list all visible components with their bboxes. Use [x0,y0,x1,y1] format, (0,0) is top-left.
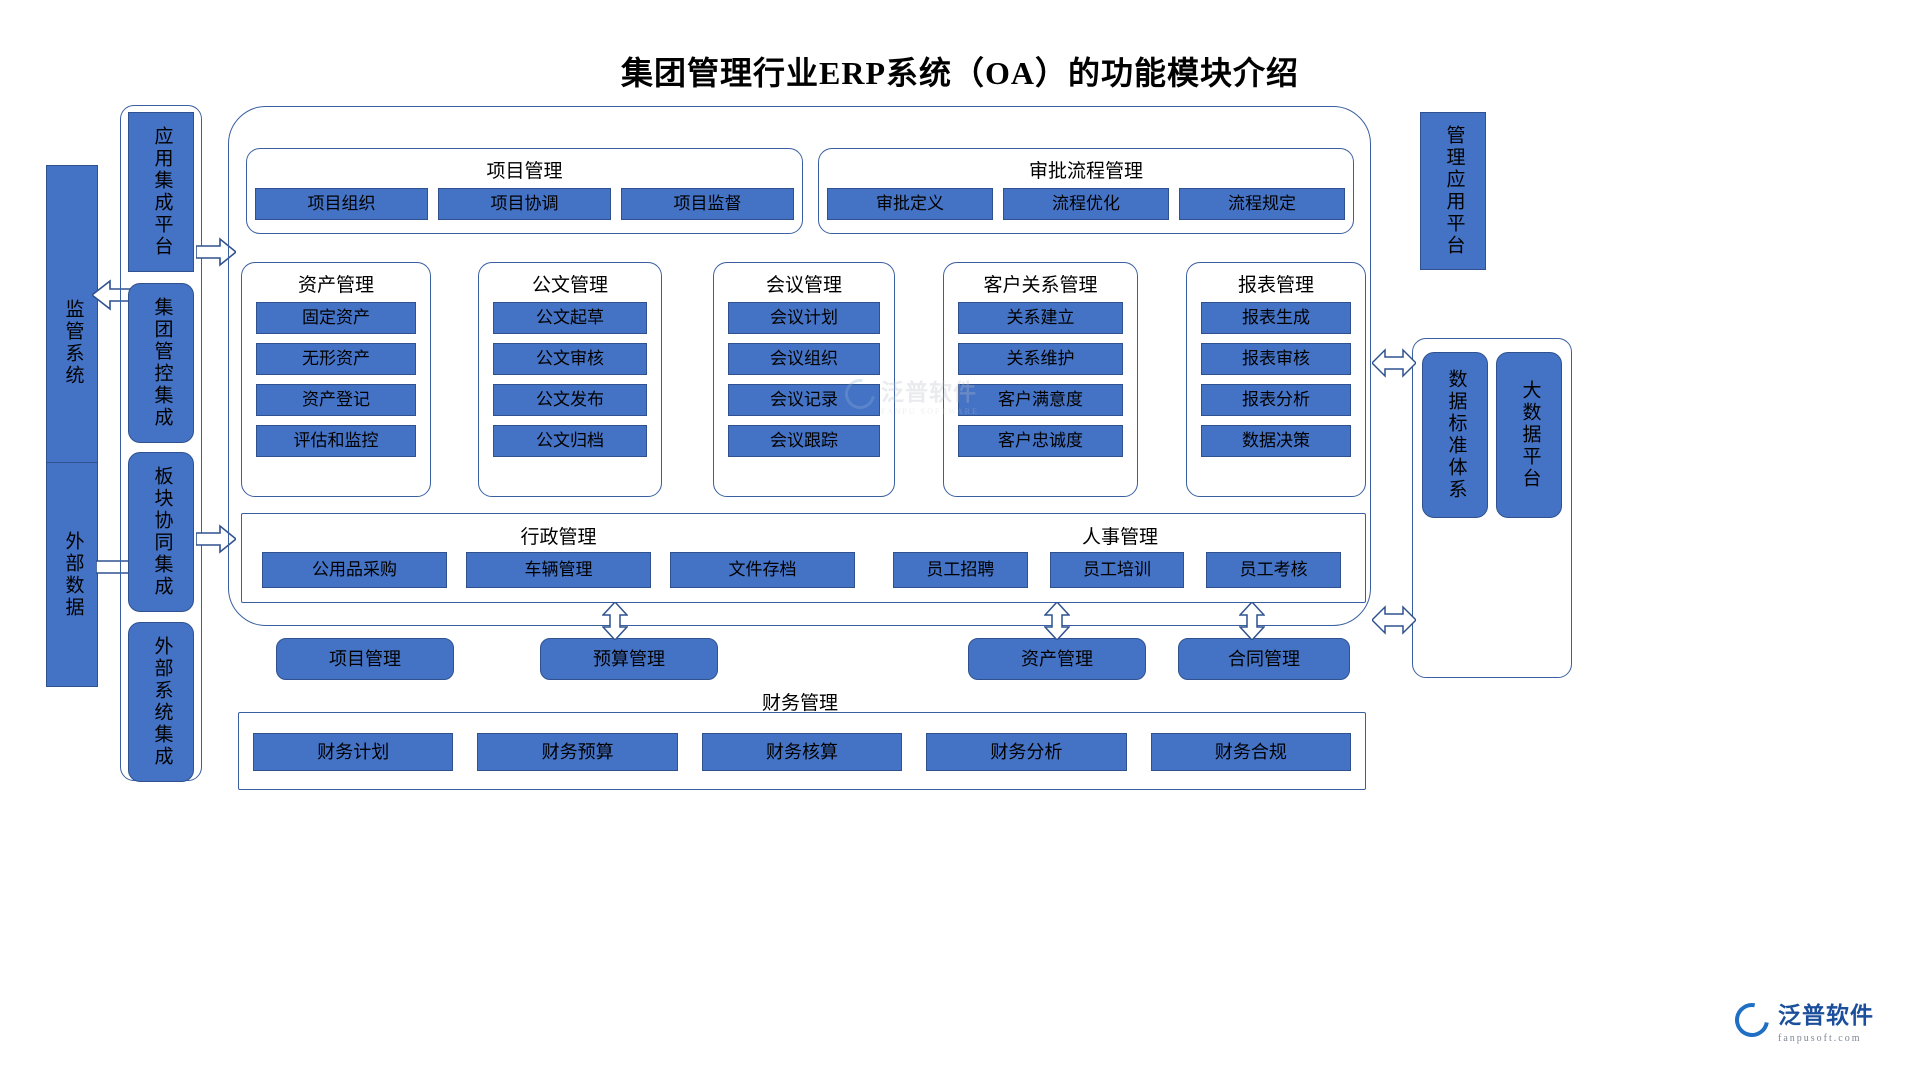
group-approval-process-management: 审批流程管理 审批定义 流程优化 流程规定 [818,148,1354,234]
module-item[interactable]: 员工考核 [1206,552,1342,588]
module-item[interactable]: 会议组织 [728,343,880,375]
module-item[interactable]: 项目协调 [438,188,611,220]
page-title: 集团管理行业ERP系统（OA）的功能模块介绍 [620,55,1299,91]
module-item[interactable]: 无形资产 [256,343,416,375]
group-asset-management: 资产管理 固定资产 无形资产 资产登记 评估和监控 [241,262,431,497]
group-title: 会议管理 [765,275,842,296]
group-title: 审批流程管理 [1028,161,1143,182]
module-item[interactable]: 资产登记 [256,384,416,416]
module-item[interactable]: 会议跟踪 [728,425,880,457]
module-item[interactable]: 公文审核 [493,343,647,375]
arrow-rail-to-main-top [196,237,236,267]
integration-item-sector-collab: 板块协同集成 [128,452,194,612]
group-title: 项目管理 [486,161,563,182]
module-item[interactable]: 公用品采购 [262,552,447,588]
brand-url: fanpusoft.com [1778,1033,1862,1044]
module-item[interactable]: 报表分析 [1201,384,1351,416]
right-box-management-app-platform: 管理应用平台 [1420,112,1486,270]
brand-logo-icon [1728,996,1776,1044]
group-title: 客户关系管理 [983,275,1098,296]
right-box-big-data-platform: 大数据平台 [1496,352,1562,518]
group-project-management: 项目管理 项目组织 项目协调 项目监督 [246,148,803,234]
module-item[interactable]: 公文起草 [493,302,647,334]
link-box-contract-management[interactable]: 合同管理 [1178,638,1350,680]
integration-item-group-control: 集团管控集成 [128,283,194,443]
group-meeting-management: 会议管理 会议计划 会议组织 会议记录 会议跟踪 [713,262,895,497]
module-item[interactable]: 车辆管理 [466,552,651,588]
group-admin-hr-band: 行政管理 公用品采购 车辆管理 文件存档 人事管理 员工招聘 员工培训 员工考核 [241,513,1366,603]
module-item[interactable]: 客户忠诚度 [958,425,1123,457]
module-item[interactable]: 流程优化 [1003,188,1169,220]
external-box-supervision: 监管系统 [46,165,98,520]
module-item[interactable]: 财务合规 [1150,733,1352,771]
group-title: 资产管理 [297,275,374,296]
module-item[interactable]: 项目监督 [621,188,794,220]
module-item[interactable]: 财务分析 [926,733,1127,771]
module-item[interactable]: 项目组织 [255,188,428,220]
arrow-to-supervision [92,278,144,312]
group-report-management: 报表管理 报表生成 报表审核 报表分析 数据决策 [1186,262,1366,497]
module-item[interactable]: 会议计划 [728,302,880,334]
arrow-rail-to-main-bottom [196,524,236,554]
brand-name: 泛普软件 [1778,1003,1874,1028]
integration-item-external-system: 外部系统集成 [128,622,194,782]
link-box-asset-management[interactable]: 资产管理 [968,638,1146,680]
module-item[interactable]: 固定资产 [256,302,416,334]
module-item[interactable]: 财务预算 [477,733,678,771]
module-item[interactable]: 评估和监控 [256,425,416,457]
group-title-hr: 人事管理 [1081,527,1158,548]
module-item[interactable]: 关系维护 [958,343,1123,375]
finance-title: 财务管理 [761,693,838,714]
module-item[interactable]: 报表生成 [1201,302,1351,334]
integration-item-app-platform: 应用集成平台 [128,112,194,272]
module-item[interactable]: 客户满意度 [958,384,1123,416]
link-box-budget-management[interactable]: 预算管理 [540,638,718,680]
link-box-project-management[interactable]: 项目管理 [276,638,454,680]
module-item[interactable]: 公文归档 [493,425,647,457]
module-item[interactable]: 员工培训 [1049,552,1185,588]
external-box-external-data: 外部数据 [46,462,98,687]
group-customer-relationship-management: 客户关系管理 关系建立 关系维护 客户满意度 客户忠诚度 [943,262,1138,497]
group-title-admin: 行政管理 [520,527,597,548]
right-box-data-standard-system: 数据标准体系 [1422,352,1488,518]
module-item[interactable]: 关系建立 [958,302,1123,334]
arrow-main-to-right-top [1372,348,1416,378]
group-title: 报表管理 [1237,275,1314,296]
group-document-management: 公文管理 公文起草 公文审核 公文发布 公文归档 [478,262,662,497]
module-item[interactable]: 会议记录 [728,384,880,416]
right-data-rail [1412,338,1572,678]
arrow-vertical-contract [1239,602,1265,640]
module-item[interactable]: 员工招聘 [893,552,1028,588]
arrow-vertical-budget [602,602,628,640]
arrow-vertical-asset [1044,602,1070,640]
group-title: 公文管理 [531,275,608,296]
module-item[interactable]: 审批定义 [827,188,993,220]
module-item[interactable]: 报表审核 [1201,343,1351,375]
module-item[interactable]: 数据决策 [1201,425,1351,457]
main-system-container [228,106,1371,626]
group-finance: 财务计划 财务预算 财务核算 财务分析 财务合规 [238,712,1366,790]
module-item[interactable]: 公文发布 [493,384,647,416]
brand-footer: 泛普软件 fanpusoft.com [1728,996,1874,1044]
module-item[interactable]: 文件存档 [670,552,855,588]
module-item[interactable]: 财务核算 [701,733,903,771]
arrow-main-to-right-bottom [1372,605,1416,635]
module-item[interactable]: 流程规定 [1179,188,1345,220]
module-item[interactable]: 财务计划 [253,733,454,771]
